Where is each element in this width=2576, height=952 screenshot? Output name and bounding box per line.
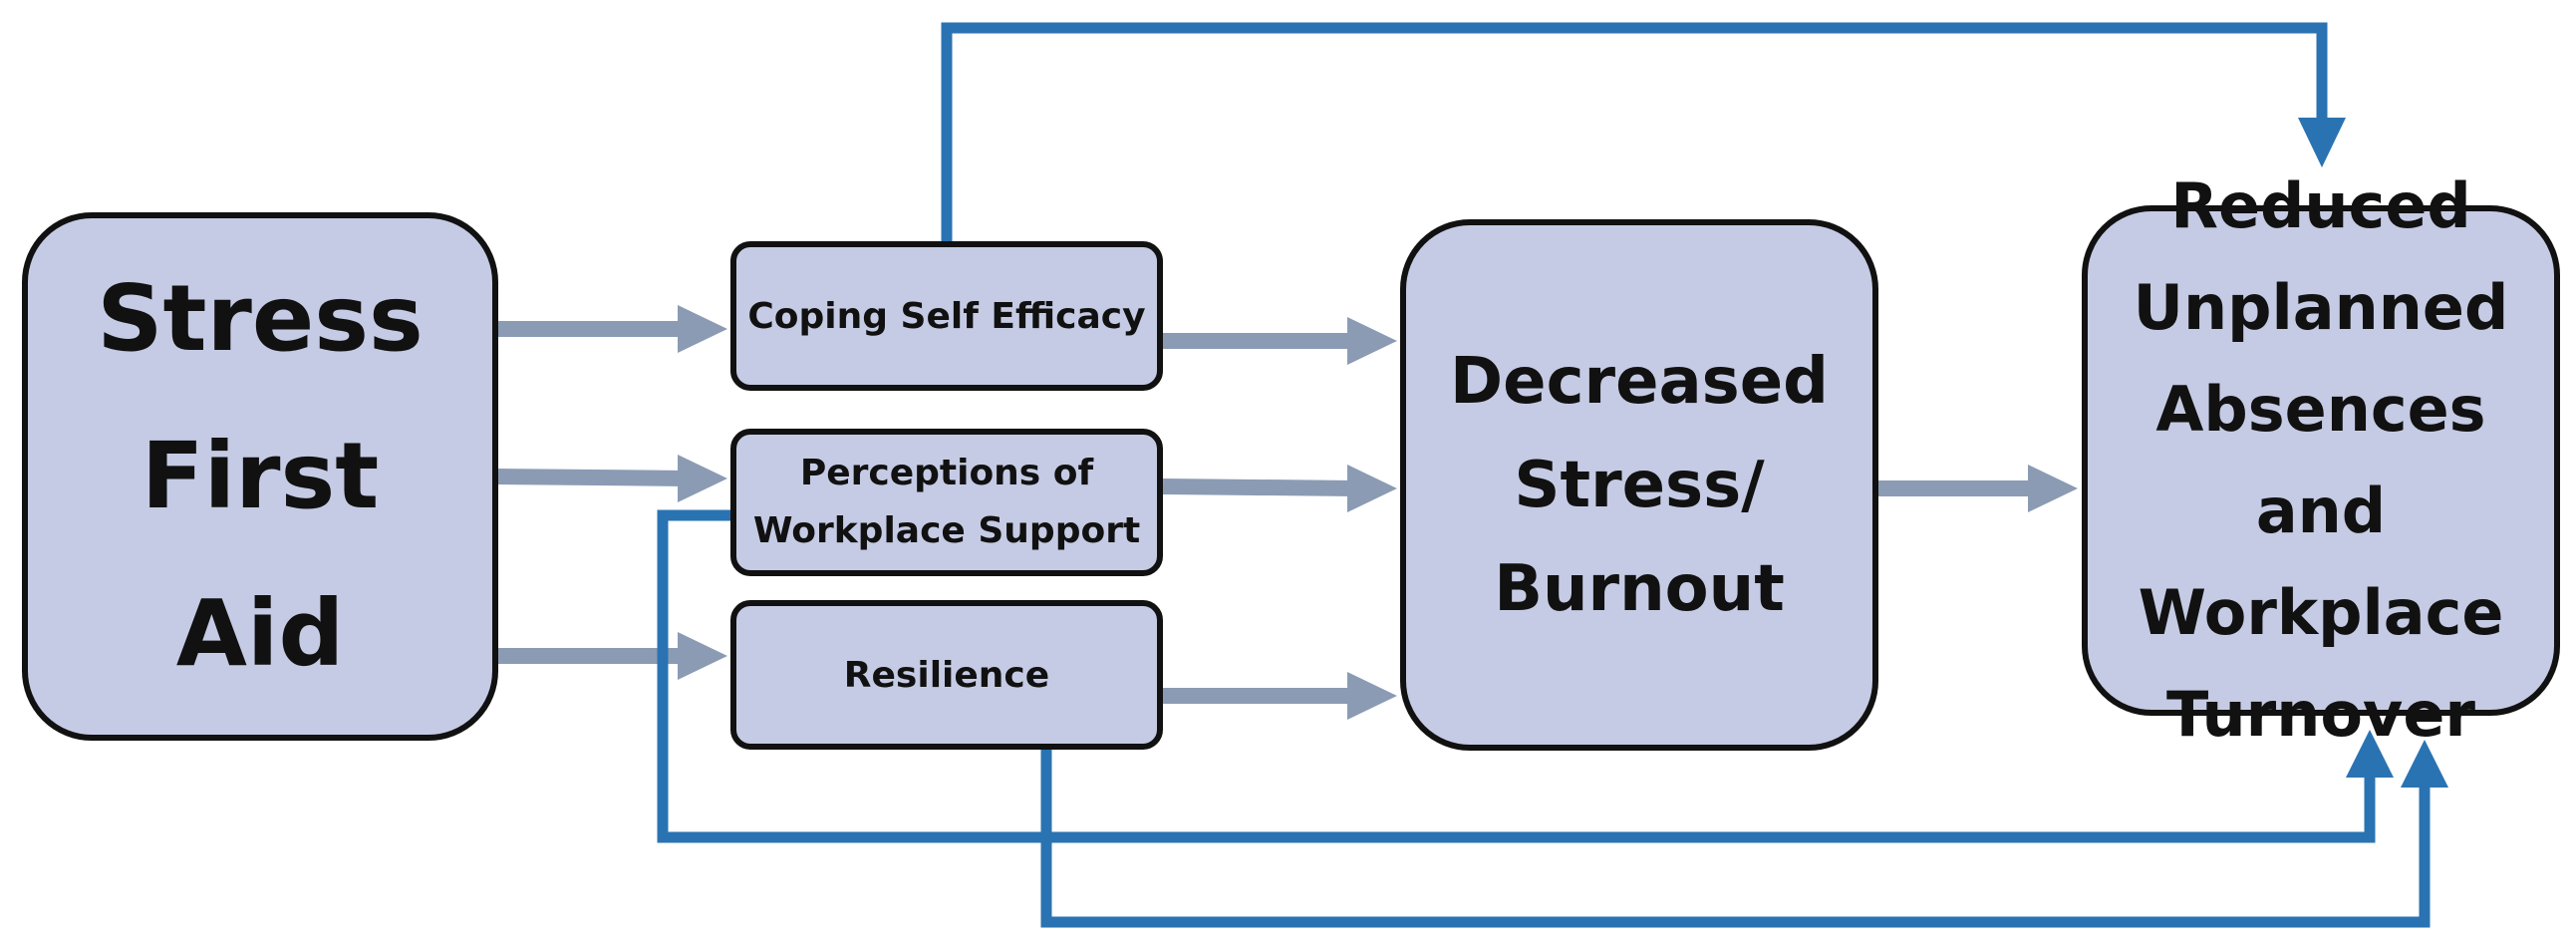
direct-path-resilience-to-outcome bbox=[1040, 740, 2448, 928]
node-coping-self-efficacy: Coping Self Efficacy bbox=[730, 241, 1163, 391]
node-perceptions-workplace-support: Perceptions of Workplace Support bbox=[730, 429, 1163, 576]
label-line: Absences and bbox=[2155, 373, 2486, 547]
direct-path-perceptions-to-outcome bbox=[657, 509, 2394, 843]
label-line: First bbox=[141, 423, 380, 529]
label-line: Turnover bbox=[2166, 678, 2475, 751]
label-line: Unplanned bbox=[2133, 271, 2509, 344]
node-reduced-absences-turnover-label: Reduced Unplanned Absences and Workplace… bbox=[2088, 156, 2554, 766]
arrow-sfa-to-resilience bbox=[498, 632, 727, 680]
node-decreased-stress-burnout-label: Decreased Stress/ Burnout bbox=[1450, 330, 1829, 641]
node-perceptions-workplace-support-label: Perceptions of Workplace Support bbox=[753, 445, 1140, 560]
label-line: Aid bbox=[175, 580, 345, 687]
node-decreased-stress-burnout: Decreased Stress/ Burnout bbox=[1400, 219, 1878, 751]
node-resilience-label: Resilience bbox=[844, 655, 1049, 696]
arrow-sfa-to-coping bbox=[498, 305, 727, 353]
label-line: Reduced bbox=[2170, 169, 2471, 242]
arrow-resilience-to-stress bbox=[1163, 672, 1397, 720]
node-reduced-absences-turnover: Reduced Unplanned Absences and Workplace… bbox=[2082, 169, 2560, 751]
label-line: Stress/ bbox=[1514, 448, 1765, 522]
node-stress-first-aid: Stress First Aid bbox=[22, 212, 498, 741]
label-line: Burnout bbox=[1494, 551, 1785, 626]
arrow-coping-to-stress bbox=[1163, 317, 1397, 365]
label-line: Workplace bbox=[2138, 576, 2504, 649]
label-line: Coping Self Efficacy bbox=[747, 295, 1146, 337]
label-line: Decreased bbox=[1450, 344, 1829, 419]
arrow-sfa-to-perceptions bbox=[497, 455, 727, 502]
label-line: Resilience bbox=[843, 654, 1050, 696]
label-line: Stress bbox=[97, 265, 424, 372]
label-line: Perceptions of bbox=[799, 453, 1094, 493]
node-coping-self-efficacy-label: Coping Self Efficacy bbox=[747, 296, 1145, 337]
node-resilience: Resilience bbox=[730, 600, 1163, 750]
node-stress-first-aid-label: Stress First Aid bbox=[97, 240, 424, 713]
label-line: Workplace Support bbox=[752, 510, 1141, 551]
arrow-perceptions-to-stress bbox=[1162, 465, 1397, 512]
direct-path-coping-to-outcome bbox=[941, 22, 2346, 241]
arrow-stress-to-outcome bbox=[1878, 465, 2078, 512]
